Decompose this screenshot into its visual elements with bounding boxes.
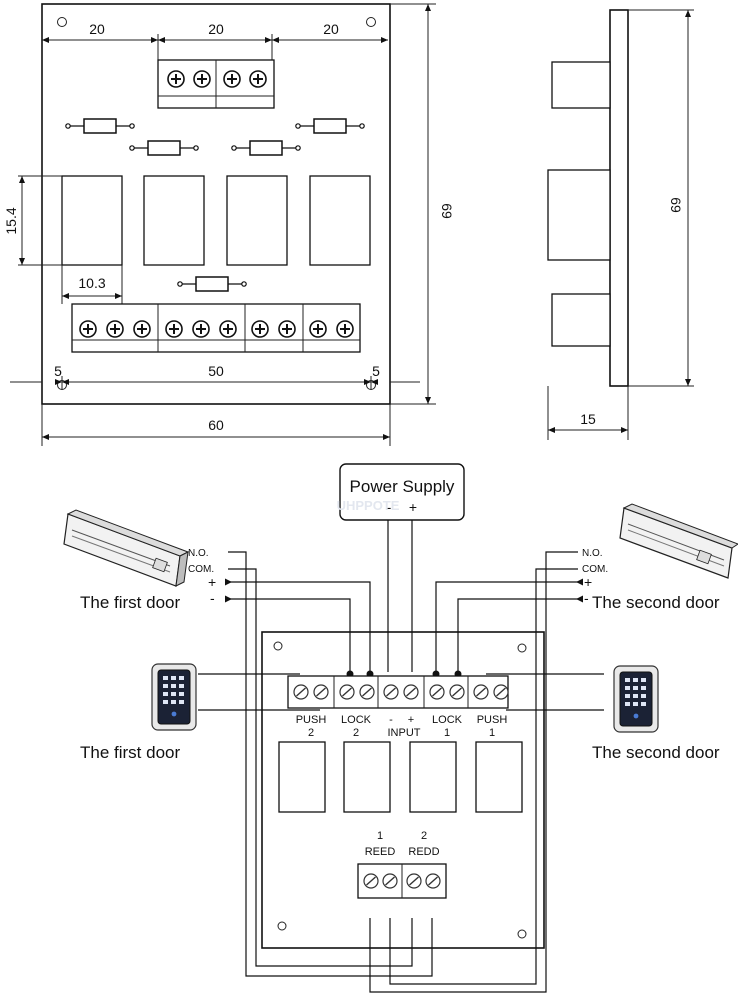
- reed1-label: REED: [365, 846, 396, 858]
- reed2-number: 2: [421, 830, 427, 842]
- dim-relay-height: 15.4: [3, 175, 62, 266]
- side-terminal: [551, 293, 611, 347]
- left-minus-label: -: [210, 590, 215, 606]
- dim-label: 10.3: [78, 275, 105, 291]
- power-supply-title: Power Supply: [350, 477, 455, 496]
- relay: [61, 175, 123, 266]
- dim-label: 20: [89, 21, 105, 37]
- left-lock-caption: The first door: [80, 593, 180, 612]
- dim-relay-width: 10.3: [61, 265, 123, 304]
- front-view: 20 20 20 15.4: [3, 3, 455, 446]
- dim-height-front: 69: [390, 3, 455, 405]
- side-terminal: [551, 61, 611, 109]
- dim-total-width: 60: [41, 404, 391, 446]
- dim-hole-spacing: 5 50 5: [10, 363, 420, 390]
- right-lock-labels: N.O. COM. + - The second door: [582, 548, 720, 612]
- relay: [143, 175, 205, 266]
- mount-hole: [366, 17, 376, 27]
- dim-top-segments: 20 20 20: [42, 21, 388, 60]
- mount-hole: [517, 929, 527, 939]
- left-no-label: N.O.: [188, 548, 209, 559]
- reed-terminal: [357, 863, 447, 899]
- reed2-label: REDD: [408, 846, 439, 858]
- reed1-number: 1: [377, 830, 383, 842]
- right-com-label: COM.: [582, 564, 608, 575]
- right-no-label: N.O.: [582, 548, 603, 559]
- dim-label: 15.4: [3, 207, 19, 234]
- mount-hole: [517, 643, 527, 653]
- input-label: INPUT: [388, 727, 421, 739]
- lock1-number: 1: [444, 727, 450, 739]
- left-com-label: COM.: [188, 564, 214, 575]
- power-supply-minus: -: [387, 499, 392, 515]
- push1-number: 1: [489, 727, 495, 739]
- watermark: UHPPOTE: [337, 498, 400, 513]
- mount-hole: [57, 17, 67, 27]
- right-keypad-caption: The second door: [592, 743, 720, 762]
- dim-label: 20: [323, 21, 339, 37]
- dim-label: 15: [580, 411, 596, 427]
- power-supply-plus: +: [409, 499, 417, 515]
- right-lock-caption: The second door: [592, 593, 720, 612]
- left-keypad-caption: The first door: [80, 743, 180, 762]
- wires: [198, 520, 604, 993]
- push2-number: 2: [308, 727, 314, 739]
- lock1-label: LOCK: [432, 714, 463, 726]
- mount-hole: [273, 641, 283, 651]
- dim-label: 5: [372, 363, 380, 379]
- bottom-terminal-block: [71, 303, 361, 353]
- terminal-strip: [287, 675, 509, 709]
- left-lock-labels: N.O. COM. + - The first door: [80, 548, 216, 612]
- input-minus: -: [389, 714, 393, 726]
- terminal-labels: PUSH 2 LOCK 2 - + INPUT LOCK 1 PUSH 1: [296, 714, 508, 739]
- right-minus-label: -: [584, 590, 589, 606]
- dim-label: 5: [54, 363, 62, 379]
- lock2-number: 2: [353, 727, 359, 739]
- lock2-label: LOCK: [341, 714, 372, 726]
- power-supply: Power Supply - + UHPPOTE: [337, 463, 465, 521]
- magnetic-lock-icon: [63, 509, 190, 587]
- left-plus-label: +: [208, 574, 216, 590]
- dim-label: 69: [439, 203, 455, 219]
- side-view: 69 15: [547, 9, 694, 440]
- keypad-icon: [613, 665, 659, 733]
- push1-label: PUSH: [477, 714, 508, 726]
- push2-label: PUSH: [296, 714, 327, 726]
- dim-label: 69: [668, 197, 684, 213]
- dim-label: 20: [208, 21, 224, 37]
- dim-label: 50: [208, 363, 224, 379]
- relay: [343, 741, 391, 813]
- input-plus: +: [408, 714, 414, 726]
- dim-label: 60: [208, 417, 224, 433]
- magnetic-lock-icon: [619, 503, 738, 579]
- top-terminal-block: [157, 59, 275, 109]
- right-plus-label: +: [584, 574, 592, 590]
- relay: [475, 741, 523, 813]
- wiring-diagram: Power Supply - + UHPPOTE: [63, 463, 738, 993]
- keypad-icon: [151, 663, 197, 731]
- side-pcb-board: [609, 9, 629, 387]
- relay: [278, 741, 326, 813]
- relay: [226, 175, 288, 266]
- side-relay: [547, 169, 611, 261]
- relay: [409, 741, 457, 813]
- mount-hole: [277, 921, 287, 931]
- relay: [309, 175, 371, 266]
